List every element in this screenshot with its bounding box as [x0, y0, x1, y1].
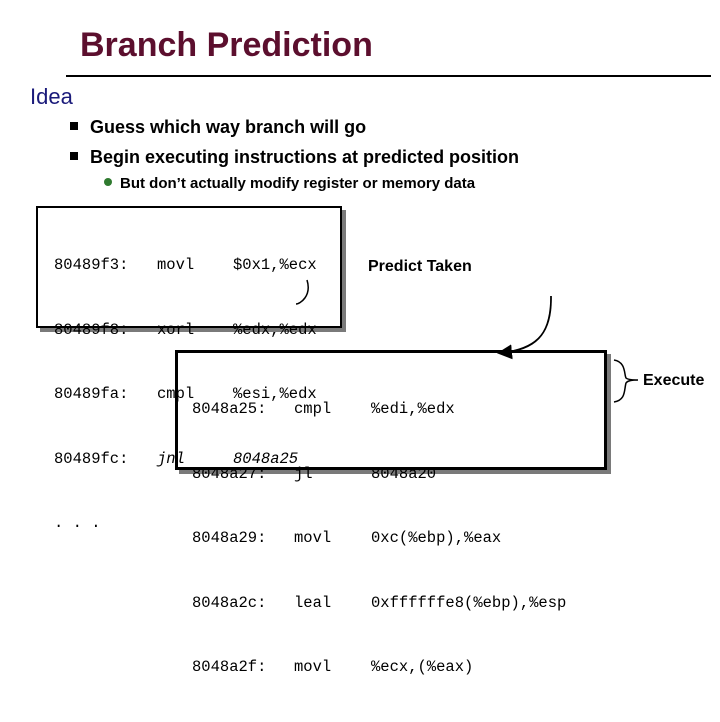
code-address: 8048a25: — [192, 400, 267, 418]
code-operand: 8048a20 — [371, 464, 437, 483]
code-address: 8048a2c: — [192, 593, 267, 612]
code-instruction: leal — [294, 593, 332, 612]
code-block-original: 80489f3: 80489f8: 80489fa: 80489fc: . . … — [36, 206, 342, 532]
sub-bullet-text: But don’t actually modify register or me… — [120, 175, 476, 192]
code-address: 80489f8: — [54, 320, 129, 339]
square-bullet-icon — [70, 122, 78, 131]
round-bullet-icon — [104, 178, 112, 187]
bullet-text: Guess which way branch will go — [90, 117, 367, 137]
code-ellipsis: . . . — [54, 514, 101, 532]
code-operand-branch-target: 8048a25 — [233, 449, 299, 468]
code-operand: %edi,%edx — [371, 400, 455, 418]
execute-bracket-icon — [613, 359, 639, 403]
title-divider — [66, 75, 711, 77]
code-instruction: cmpl — [294, 400, 332, 418]
bullet-item: Guess which way branch will go — [70, 117, 366, 138]
code-address: 80489fc: — [54, 449, 129, 468]
execute-label: Execute — [643, 372, 705, 389]
address-column: 80489f3: 80489f8: 80489fa: 80489fc: . . … — [54, 212, 128, 578]
code-operand: %esi,%edx — [233, 385, 317, 403]
code-address: 8048a27: — [192, 464, 267, 483]
code-address: 8048a2f: — [192, 658, 267, 676]
annotation-overlay — [250, 279, 639, 403]
taken-branch-arrow-tail-icon — [540, 292, 551, 296]
predict-taken-label: Predict Taken — [368, 258, 472, 275]
code-operand: %ecx,(%eax) — [371, 658, 474, 676]
bullet-text: Begin executing instructions at predicte… — [90, 147, 520, 167]
code-instruction: movl — [157, 256, 195, 274]
operand-column: $0x1,%ecx %edx,%edx %esi,%edx 8048a25 — [233, 212, 317, 513]
code-address: 80489f3: — [54, 256, 129, 274]
square-bullet-icon — [70, 152, 78, 161]
code-operand: %edx,%edx — [233, 320, 317, 339]
taken-branch-arrow-icon — [295, 279, 552, 353]
code-operand: 0xffffffe8(%ebp),%esp — [371, 593, 567, 612]
branch-arrow-icon — [360, 300, 550, 354]
code-address: 80489fa: — [54, 385, 129, 403]
section-heading: Idea — [30, 84, 73, 109]
slide-title: Branch Prediction — [80, 26, 373, 64]
code-operand: $0x1,%ecx — [233, 256, 317, 274]
predict-arrow-icon — [250, 293, 327, 352]
code-instruction: jl — [294, 464, 313, 483]
predict-taken-arrow-icon — [497, 295, 552, 360]
code-instruction: xorl — [157, 320, 195, 339]
code-instruction: movl — [294, 658, 332, 676]
bullet-item: Begin executing instructions at predicte… — [70, 147, 519, 168]
sub-bullet-item: But don’t actually modify register or me… — [104, 175, 475, 192]
